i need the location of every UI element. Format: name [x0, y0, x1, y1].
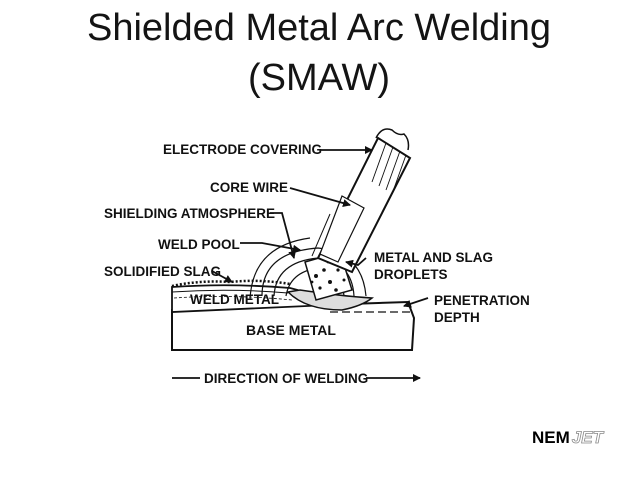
electrode — [311, 128, 412, 274]
label-shielding-atmosphere: SHIELDING ATMOSPHERE — [104, 206, 275, 221]
label-penetration-line1: PENETRATION — [434, 293, 530, 308]
label-metal-and-slag-line2: DROPLETS — [374, 267, 448, 282]
label-solidified-slag: SOLIDIFIED SLAG — [104, 264, 221, 279]
leader-lines — [172, 146, 429, 382]
label-core-wire: CORE WIRE — [210, 180, 288, 195]
slide-title-line1: Shielded Metal Arc Welding — [87, 7, 551, 49]
label-weld-pool: WELD POOL — [158, 237, 240, 252]
logo-part-nem: NEM — [532, 428, 570, 447]
slide-title-line2: (SMAW) — [247, 57, 391, 99]
label-base-metal: BASE METAL — [246, 322, 336, 338]
label-electrode-covering: ELECTRODE COVERING — [163, 142, 322, 157]
base-metal-plate — [171, 300, 416, 351]
label-direction-of-welding: DIRECTION OF WELDING — [204, 371, 368, 386]
label-weld-metal: WELD METAL — [190, 292, 279, 307]
logo-part-jet: JET — [571, 428, 603, 448]
label-penetration-line2: DEPTH — [434, 310, 480, 325]
solidified-slag-layer — [171, 279, 291, 288]
label-metal-and-slag-line1: METAL AND SLAG — [374, 250, 493, 265]
